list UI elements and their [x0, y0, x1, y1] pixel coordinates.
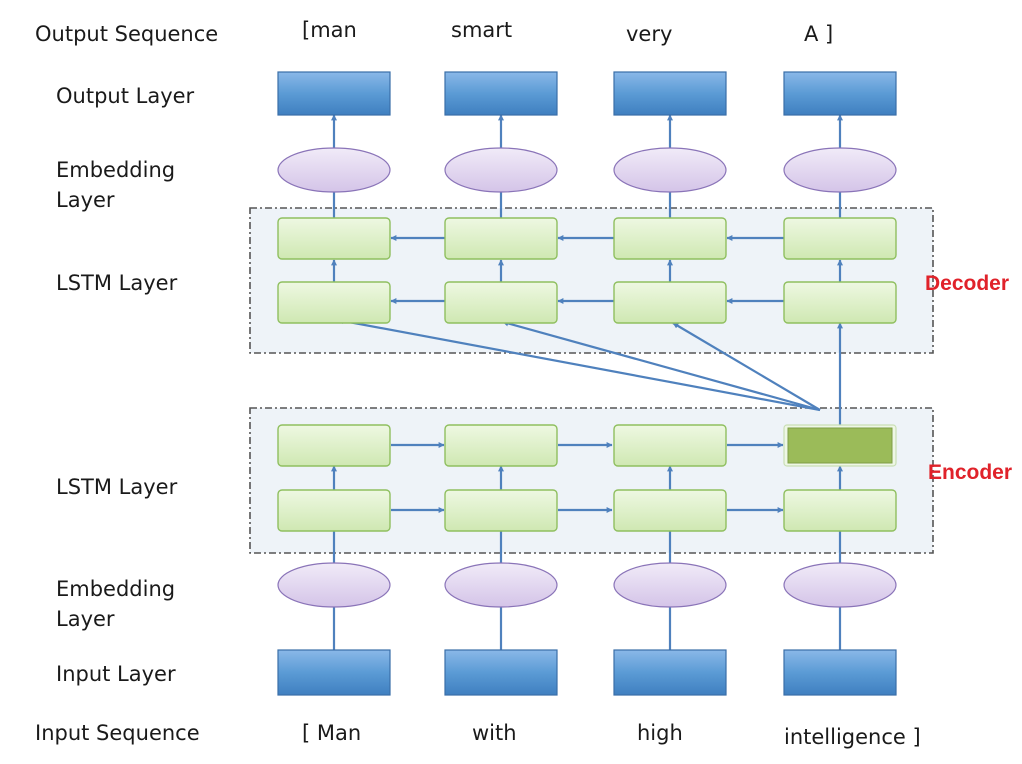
input-token: high [637, 721, 683, 745]
input-token: with [472, 721, 517, 745]
embedding-node [444, 562, 558, 608]
embedding-node [277, 147, 391, 193]
output-box [783, 71, 897, 116]
lstm-cell [277, 281, 391, 324]
arrow [672, 322, 821, 411]
lstm-cell [277, 489, 391, 532]
input-box [613, 649, 727, 696]
lstm-cell [444, 281, 558, 324]
lstm-cell [277, 424, 391, 467]
decoder-embedding-row [277, 147, 897, 193]
lstm-cell [613, 281, 727, 324]
arrow-group [331, 114, 843, 650]
arrow [337, 318, 821, 412]
lstm-cell [613, 217, 727, 260]
lstm-cell [783, 489, 897, 532]
input-token: intelligence ] [784, 725, 921, 749]
lstm-cell [783, 281, 897, 324]
label-decoder-embedding-1: Embedding [56, 158, 176, 182]
output-token: A ] [804, 22, 834, 46]
label-input-layer: Input Layer [56, 662, 176, 686]
label-input-sequence: Input Sequence [35, 721, 200, 745]
output-token: very [626, 22, 673, 46]
decoder-label: Decoder [925, 272, 1010, 295]
embedding-node [613, 562, 727, 608]
label-output-sequence: Output Sequence [35, 22, 219, 46]
output-box [444, 71, 558, 116]
input-box [277, 649, 391, 696]
output-box [277, 71, 391, 116]
output-layer-row [277, 71, 897, 116]
encoder-embedding-row [277, 562, 897, 608]
output-box [613, 71, 727, 116]
arrow [502, 320, 821, 412]
output-token: [man [302, 18, 357, 42]
embedding-node [613, 147, 727, 193]
lstm-cell [613, 424, 727, 467]
embedding-node [277, 562, 391, 608]
label-encoder-embedding-1: Embedding [56, 577, 176, 601]
lstm-cell [444, 489, 558, 532]
decoder-lstm-cells [277, 217, 897, 324]
embedding-node [783, 562, 897, 608]
label-output-layer: Output Layer [56, 84, 195, 108]
output-token: smart [451, 18, 513, 42]
input-token: [ Man [302, 721, 362, 745]
label-encoder-lstm: LSTM Layer [56, 475, 178, 499]
lstm-cell [444, 217, 558, 260]
input-box [783, 649, 897, 696]
context-vector-cell-fill [787, 427, 893, 464]
encoder-lstm-cells [277, 424, 897, 532]
input-box [444, 649, 558, 696]
label-encoder-embedding-2: Layer [56, 607, 115, 631]
label-decoder-lstm: LSTM Layer [56, 271, 178, 295]
input-layer-row [277, 649, 897, 696]
lstm-cell [444, 424, 558, 467]
embedding-node [783, 147, 897, 193]
lstm-cell [613, 489, 727, 532]
label-decoder-embedding-2: Layer [56, 188, 115, 212]
embedding-node [444, 147, 558, 193]
encoder-label: Encoder [928, 461, 1013, 484]
lstm-cell [277, 217, 391, 260]
lstm-cell [783, 217, 897, 260]
